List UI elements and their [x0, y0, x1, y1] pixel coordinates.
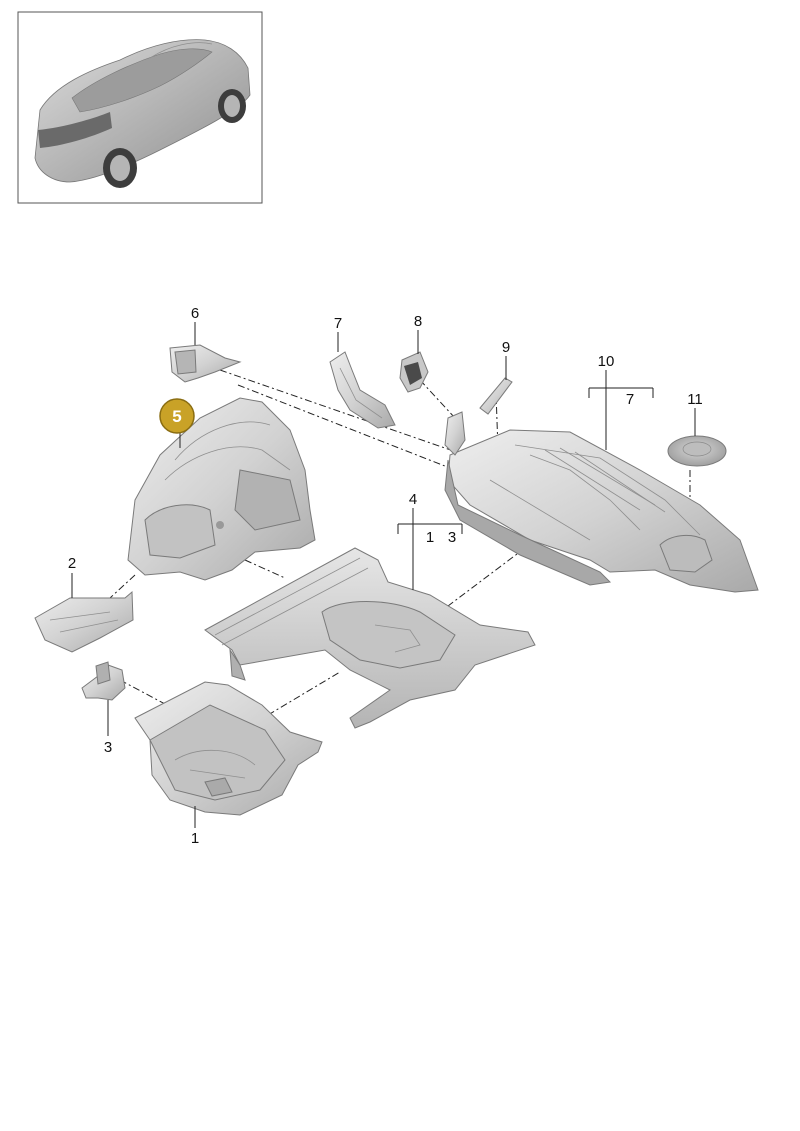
callout-4-sub-3: 3 [448, 529, 456, 546]
callout-leaders [71, 322, 696, 828]
vehicle-thumbnail [17, 11, 263, 204]
callout-4: 4 [409, 491, 417, 508]
part-10-rear-floor [444, 429, 759, 593]
callout-8: 8 [414, 313, 422, 330]
callout-11: 11 [687, 391, 703, 408]
part-1-spare-wheel-well [134, 681, 323, 816]
part-2-reinforcement [34, 590, 134, 653]
callout-9: 9 [502, 339, 510, 356]
callout-10-sub: 7 [626, 391, 634, 408]
callout-7: 7 [334, 315, 342, 332]
part-6-bracket [169, 344, 242, 383]
callout-3: 3 [104, 739, 112, 756]
callout-6: 6 [191, 305, 199, 322]
callout-10: 10 [598, 353, 615, 370]
part-7-bracket [329, 351, 396, 429]
part-8-bracket [399, 351, 466, 456]
highlight-badge-label: 5 [172, 407, 181, 426]
part-5-wheel-housing [127, 397, 316, 581]
callout-2: 2 [68, 555, 76, 572]
highlight-badge-5[interactable]: 5 [159, 398, 195, 434]
part-3-bracket [81, 661, 126, 701]
callout-labels: 6 7 8 9 10 7 11 4 1 3 2 3 1 [68, 305, 703, 847]
part-4-cross-member [204, 547, 536, 729]
highlight-badge-circle [159, 398, 195, 434]
callout-4-sub-1: 1 [426, 529, 434, 546]
part-11-cap [667, 435, 727, 467]
callout-1: 1 [191, 830, 199, 847]
part-9-strip [479, 377, 513, 415]
car-illustration [34, 39, 251, 188]
